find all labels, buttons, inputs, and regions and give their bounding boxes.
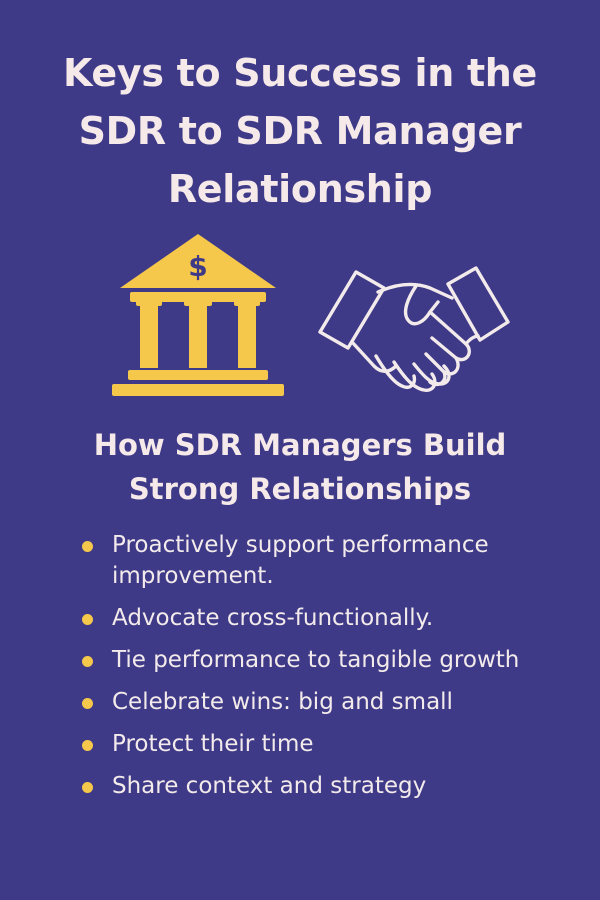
page-title: Keys to Success in the SDR to SDR Manage… xyxy=(20,44,580,218)
section-heading: How SDR Managers Build Strong Relationsh… xyxy=(40,423,560,511)
subtitle-line-1: How SDR Managers Build xyxy=(93,428,507,462)
bullet-dot-icon xyxy=(82,614,93,625)
subtitle-line-2: Strong Relationships xyxy=(128,472,472,506)
bullet-item: Share context and strategy xyxy=(80,771,580,802)
title-line-2: SDR to SDR Manager xyxy=(78,109,522,153)
bullet-dot-icon xyxy=(82,782,93,793)
handshake-icon xyxy=(318,266,510,392)
bullet-text-line: improvement. xyxy=(112,563,274,589)
title-line-3: Relationship xyxy=(167,167,433,211)
bullet-list: Proactively support performance improvem… xyxy=(80,530,580,813)
dollar-sign-icon: $ xyxy=(188,250,207,283)
bullet-dot-icon xyxy=(82,656,93,667)
bullet-item: Advocate cross-functionally. xyxy=(80,603,580,634)
bullet-item: Protect their time xyxy=(80,729,580,760)
bullet-text-line: Celebrate wins: big and small xyxy=(112,689,453,715)
icon-row: $ xyxy=(0,232,600,402)
bullet-text-line: Protect their time xyxy=(112,731,314,757)
bullet-text-line: Tie performance to tangible growth xyxy=(112,647,520,673)
bullet-item: Proactively support performance improvem… xyxy=(80,530,580,592)
bullet-dot-icon xyxy=(82,740,93,751)
bullet-text-line: Proactively support performance xyxy=(112,532,489,558)
bullet-dot-icon xyxy=(82,698,93,709)
bullet-item: Celebrate wins: big and small xyxy=(80,687,580,718)
bank-icon: $ xyxy=(112,234,284,396)
bullet-item: Tie performance to tangible growth xyxy=(80,645,580,676)
title-line-1: Keys to Success in the xyxy=(62,51,538,95)
bullet-text-line: Share context and strategy xyxy=(112,773,427,799)
bullet-text-line: Advocate cross-functionally. xyxy=(112,605,434,631)
bullet-dot-icon xyxy=(82,541,93,552)
